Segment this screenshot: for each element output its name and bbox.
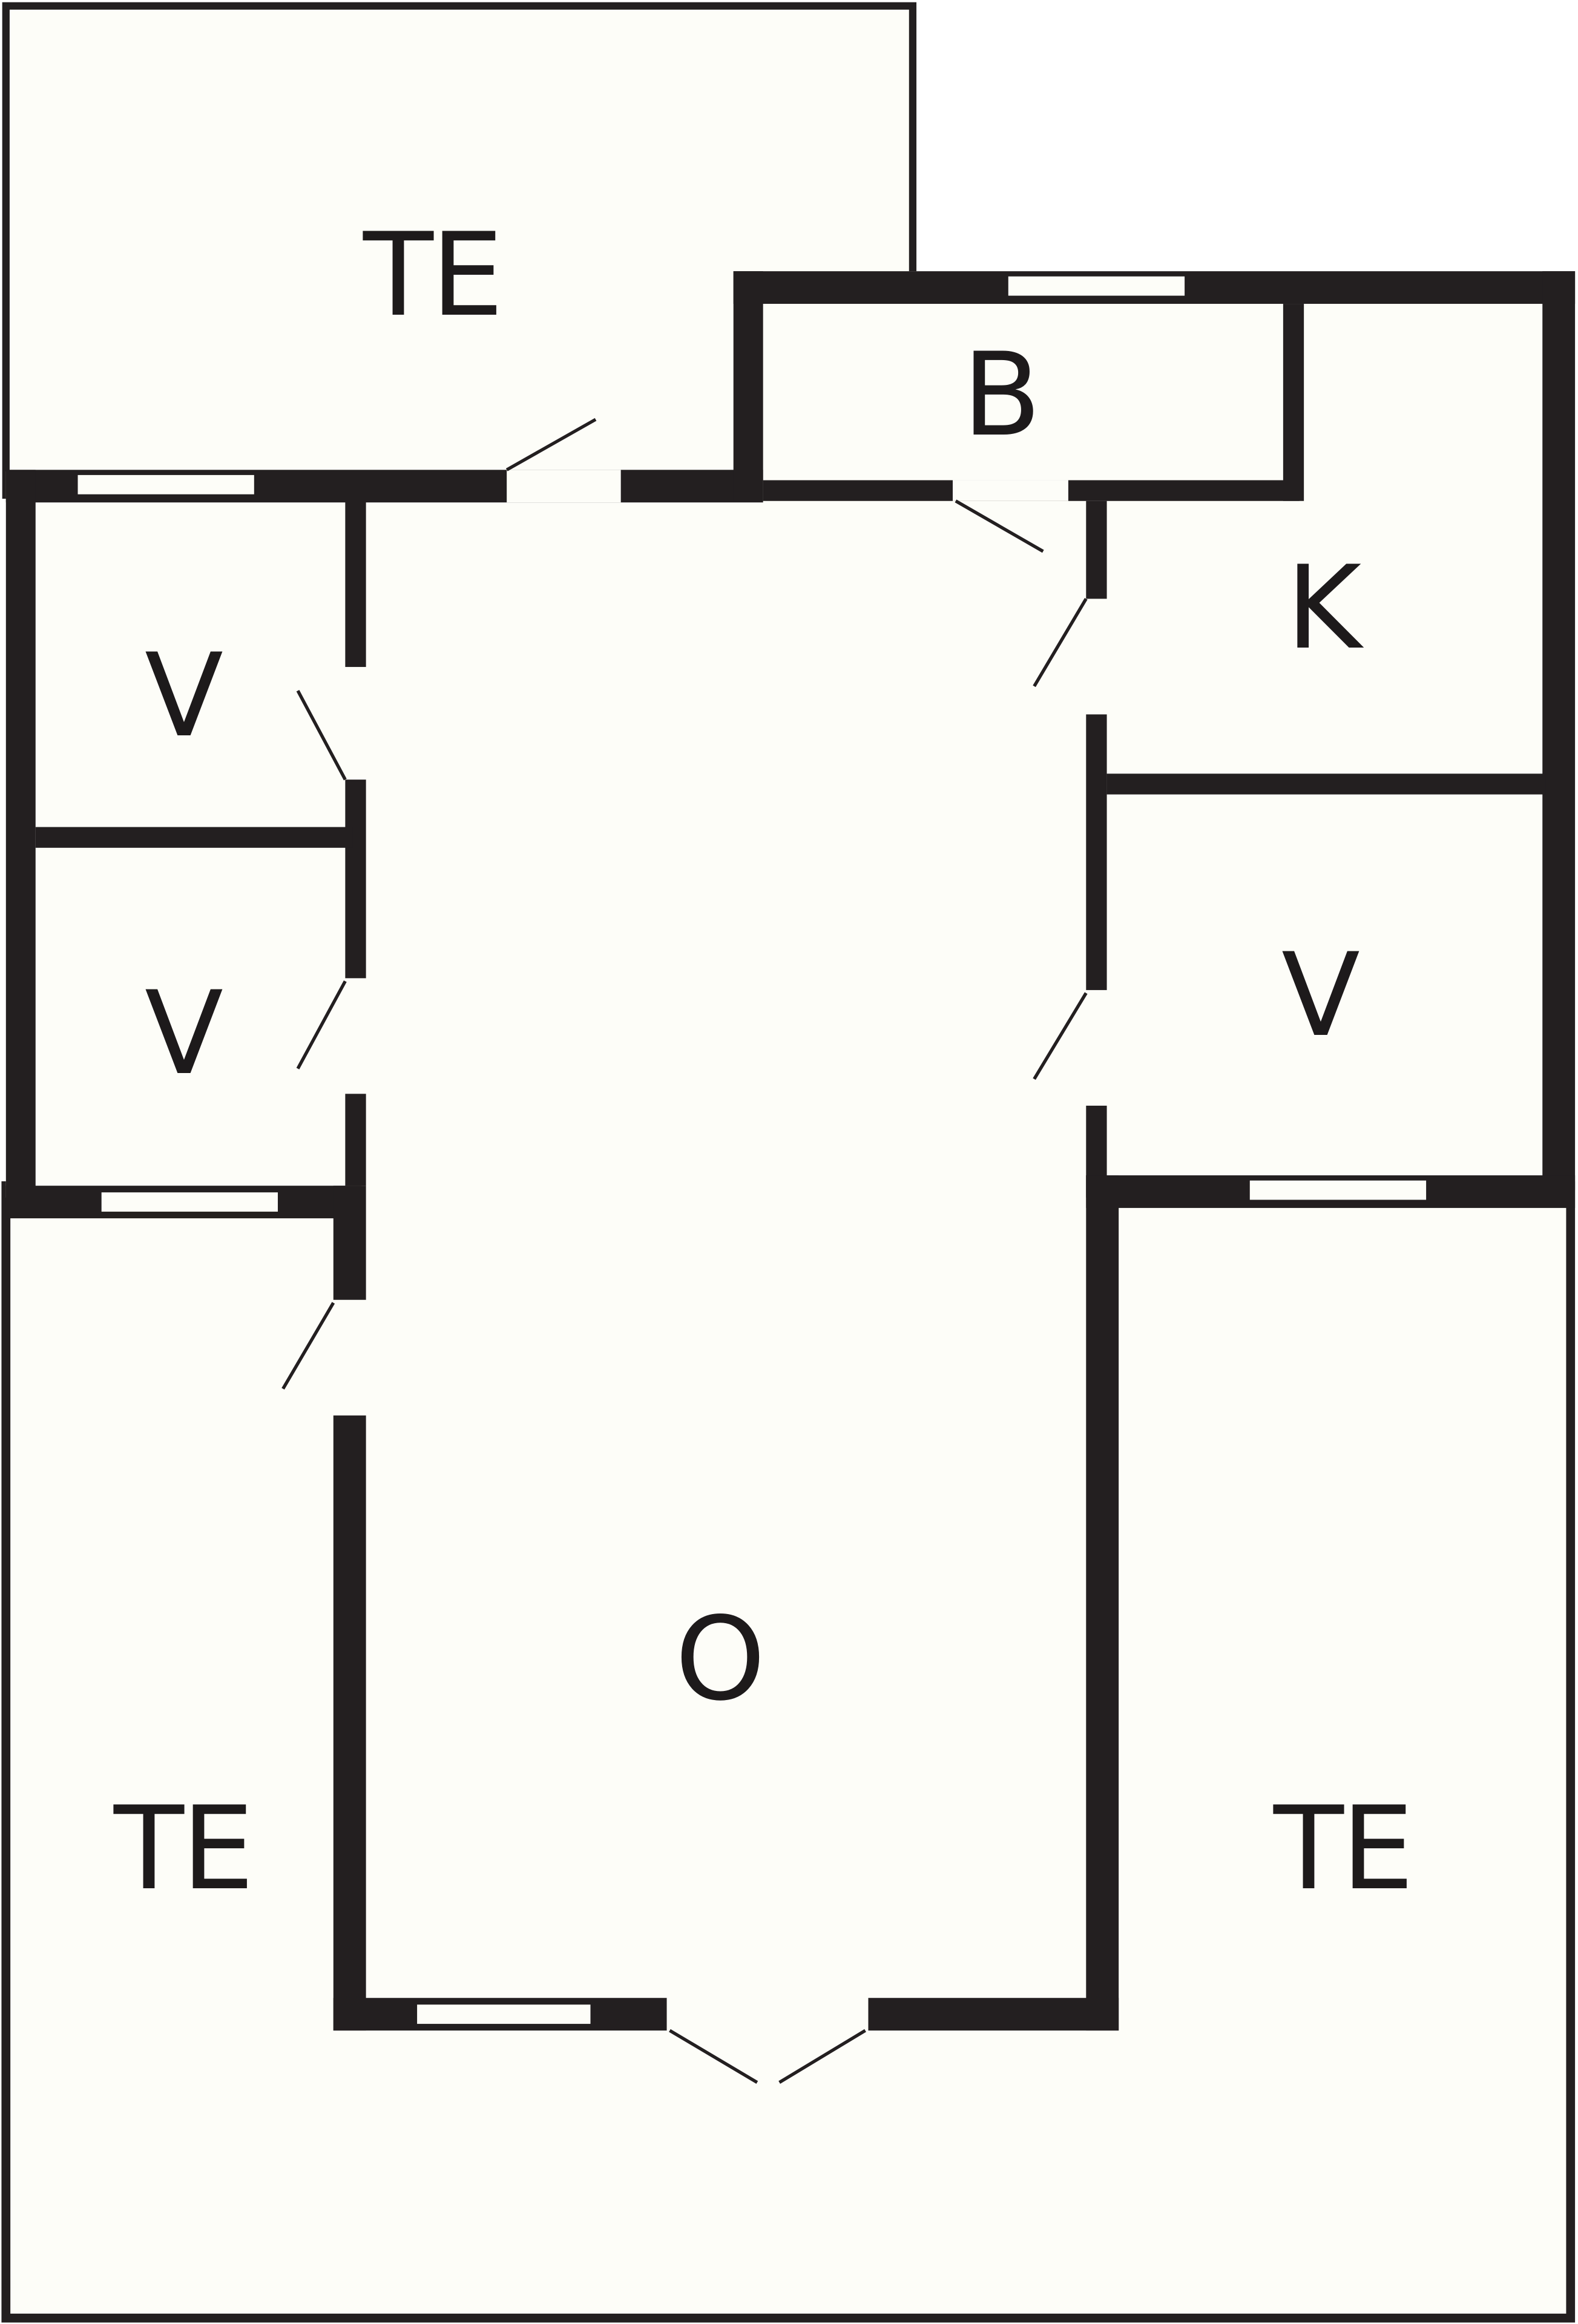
room-label-closet-left-upper: V (145, 629, 223, 763)
room-label-living: O (675, 1592, 766, 1726)
door-swings (281, 418, 1088, 2084)
room-label-bathroom: B (962, 328, 1041, 462)
room-label-closet-right: V (1281, 928, 1360, 1062)
door-swing (778, 2029, 866, 2084)
door-swing (281, 1302, 335, 1390)
door-swing (669, 2029, 758, 2084)
door-swing (296, 689, 347, 781)
window (100, 1190, 280, 1213)
door-openings (330, 470, 1110, 2034)
room-label-terrace-left: TE (113, 1782, 254, 1915)
door-swing (1033, 992, 1088, 1080)
window (1248, 1179, 1428, 1201)
door-swing (1033, 598, 1088, 688)
room-label-terrace-right: TE (1273, 1782, 1414, 1915)
window (76, 473, 256, 496)
room-label-closet-left-lower: V (145, 967, 223, 1100)
house-floor (5, 271, 1576, 2031)
door-swing (505, 418, 597, 471)
room-label-kitchen: K (1286, 541, 1362, 675)
room-label-terrace-top: TE (363, 208, 504, 342)
door-swing (955, 499, 1044, 553)
window (1007, 275, 1186, 298)
door-swing (296, 980, 347, 1069)
window (415, 2003, 592, 2026)
windows (76, 275, 1428, 2026)
